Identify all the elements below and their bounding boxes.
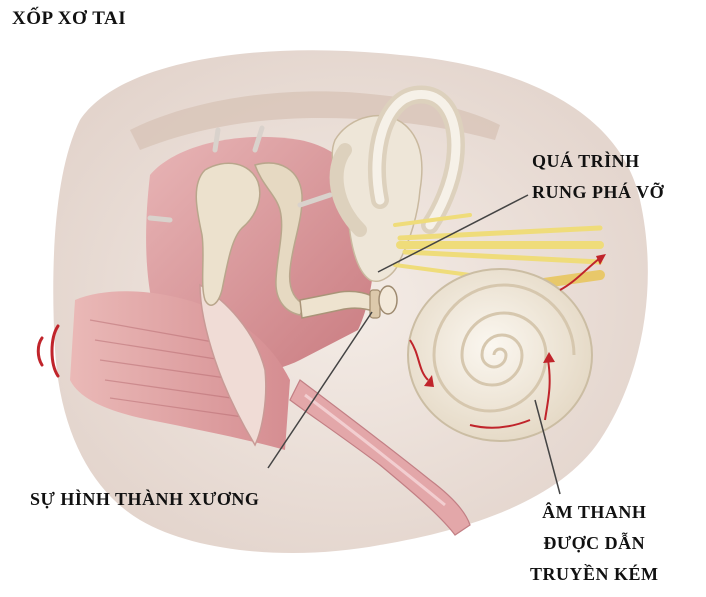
poor-sound-conduction-line-1: ÂM THANH: [530, 497, 659, 528]
bone-formation-label: SỰ HÌNH THÀNH XƯƠNG: [30, 489, 259, 510]
vibration-disruption-line-2: RUNG PHÁ VỠ: [532, 177, 664, 208]
poor-sound-conduction-label: ÂM THANH ĐƯỢC DẪN TRUYỀN KÉM: [530, 497, 659, 590]
vibration-disruption-label: QUÁ TRÌNH RUNG PHÁ VỠ: [532, 146, 664, 208]
cochlea: [408, 269, 592, 441]
page-title: XỐP XƠ TAI: [12, 8, 126, 30]
otosclerotic-focus: [379, 286, 397, 314]
vibration-disruption-line-1: QUÁ TRÌNH: [532, 146, 664, 177]
sound-wave-icon: [38, 326, 58, 376]
poor-sound-conduction-line-2: ĐƯỢC DẪN: [530, 528, 659, 559]
poor-sound-conduction-line-3: TRUYỀN KÉM: [530, 559, 659, 590]
